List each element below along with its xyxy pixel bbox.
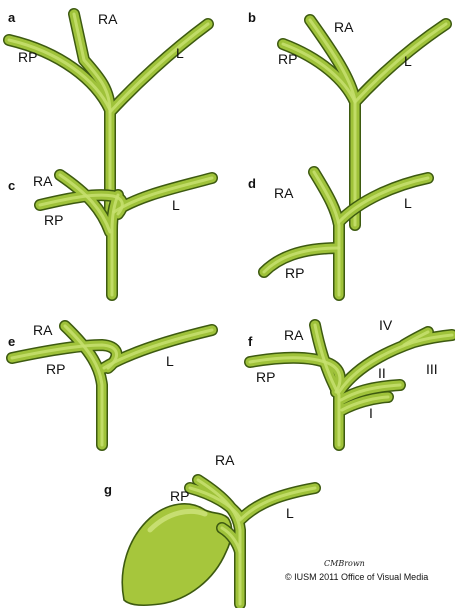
duct-tree-f [250, 325, 452, 445]
label-i: I [369, 405, 373, 421]
copyright-line: © IUSM 2011 Office of Visual Media [285, 572, 428, 582]
label-l: L [176, 45, 184, 61]
label-ra: RA [33, 322, 53, 338]
panel-g: g RA RP L [104, 452, 315, 605]
panel-c: c RA RP L [8, 173, 212, 295]
label-rp: RP [278, 51, 297, 67]
artist-signature: CMBrown [324, 559, 365, 568]
label-rp: RP [46, 361, 65, 377]
label-rp: RP [170, 488, 189, 504]
panel-letter: a [8, 10, 16, 25]
panel-letter: e [8, 334, 15, 349]
panel-letter: c [8, 178, 15, 193]
panel-d: d RA RP L [248, 172, 428, 295]
panel-letter: b [248, 10, 256, 25]
label-l: L [286, 505, 294, 521]
label-iii: III [426, 361, 438, 377]
label-ra: RA [274, 185, 294, 201]
duct-tree-b [283, 20, 446, 225]
label-iv: IV [379, 317, 393, 333]
credit: CMBrown © IUSM 2011 Office of Visual Med… [285, 559, 428, 582]
panel-e: e RA RP L [8, 322, 212, 445]
label-ra: RA [334, 19, 354, 35]
panel-letter: g [104, 482, 112, 497]
gallbladder [122, 504, 231, 605]
label-l: L [166, 353, 174, 369]
label-rp: RP [44, 212, 63, 228]
label-ra: RA [98, 11, 118, 27]
label-rp: RP [285, 265, 304, 281]
duct-tree-e [12, 326, 212, 445]
label-l: L [172, 197, 180, 213]
label-rp: RP [256, 369, 275, 385]
label-l: L [404, 195, 412, 211]
panel-letter: f [248, 334, 253, 349]
duct-tree-c [40, 175, 212, 295]
label-ra: RA [33, 173, 53, 189]
duct-segment-fill [355, 24, 446, 102]
label-ii: II [378, 365, 386, 381]
panel-f: f RA RP IV III II I [248, 317, 452, 445]
label-ra: RA [284, 327, 304, 343]
duct-segment-fill [110, 24, 208, 112]
label-rp: RP [18, 49, 37, 65]
label-l: L [404, 53, 412, 69]
label-ra: RA [215, 452, 235, 468]
panel-letter: d [248, 176, 256, 191]
